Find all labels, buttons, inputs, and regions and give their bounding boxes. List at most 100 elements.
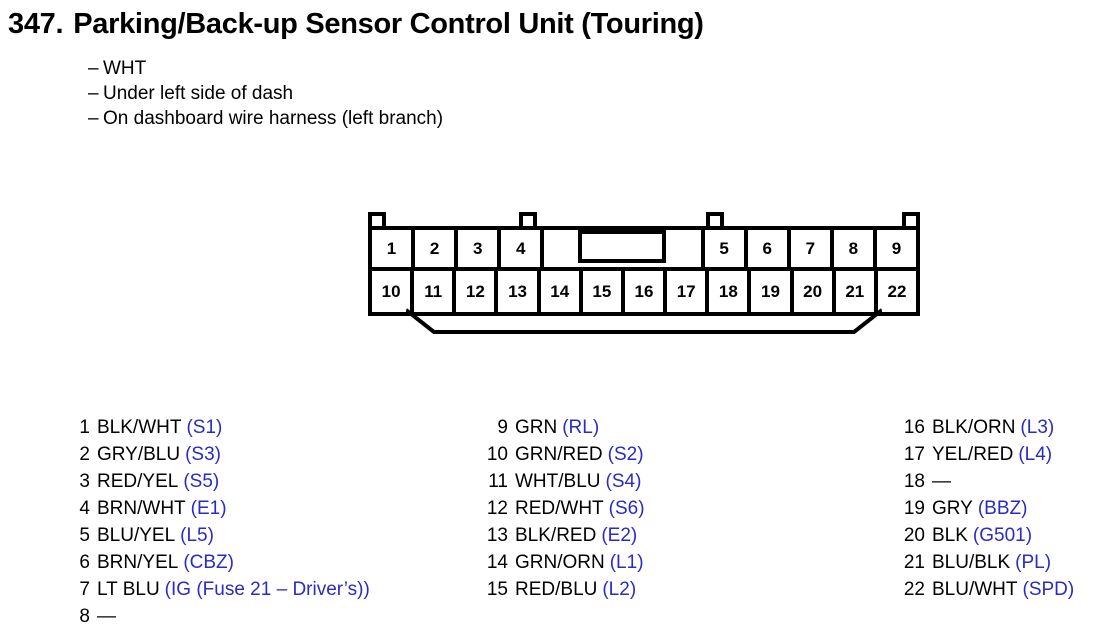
pin-circuit-code: (S6) (608, 498, 645, 519)
pin-circuit-code: (S5) (183, 471, 220, 492)
section-title: Parking/Back-up Sensor Control Unit (Tou… (73, 8, 704, 40)
pin-wire-color: BLK/ORN (932, 417, 1016, 438)
pin-circuit-code: (IG (Fuse 21 – Driver’s)) (164, 579, 370, 600)
pin-circuit-code: (BBZ) (977, 498, 1028, 519)
note-label: On dashboard wire harness (left branch) (103, 108, 444, 129)
pin-list-item: 3 RED/YEL(S5) (66, 468, 370, 495)
pin-circuit-code: (S3) (185, 444, 221, 465)
pin-list-item: 19 GRY(BBZ) (901, 495, 1074, 522)
connector-pin-cell: 1 (372, 230, 416, 267)
connector-tab-icon (902, 212, 920, 230)
connector-pin-cell: 19 (751, 271, 794, 312)
pin-list-item: 8— (66, 603, 370, 630)
note-label: WHT (103, 58, 147, 79)
pin-circuit-code: (L4) (1018, 444, 1053, 465)
pin-wire-color: BRN/WHT (97, 498, 186, 519)
pin-number: 3 (79, 471, 90, 492)
pin-number: 22 (903, 579, 925, 600)
connector-pin-cell: 11 (414, 271, 457, 312)
connector-pin-cell: 8 (833, 230, 877, 267)
connector-pin-cell: 16 (624, 271, 668, 312)
pin-number: 5 (79, 525, 90, 546)
pin-number: 1 (79, 417, 90, 438)
pin-circuit-code: (E2) (601, 525, 638, 546)
pin-wire-color: RED/BLU (515, 579, 598, 600)
pin-wire-color: GRN/RED (515, 444, 603, 465)
pin-number: 17 (903, 444, 925, 465)
connector-pin-cell: 15 (582, 271, 625, 312)
bullet-dash-icon: – (88, 108, 99, 129)
page-title: 347. Parking/Back-up Sensor Control Unit … (8, 8, 704, 41)
pin-number: 15 (486, 579, 508, 600)
pin-number: 19 (903, 498, 925, 519)
section-number: 347. (8, 8, 64, 40)
pin-list-item: 18— (901, 468, 1074, 495)
connector-center-notch-icon (578, 230, 666, 263)
connector-gap-cell (544, 230, 584, 267)
pin-number: 4 (79, 498, 90, 519)
pin-number: 18 (903, 471, 925, 492)
pin-number: 10 (486, 444, 508, 465)
notes-list: –WHT–Under left side of dash–On dashboar… (88, 56, 443, 131)
connector-pin-cell: 2 (415, 230, 459, 267)
connector-pin-cell: 6 (747, 230, 791, 267)
note-item: –Under left side of dash (88, 81, 443, 106)
pin-wire-color: BLK/RED (515, 525, 597, 546)
connector-pin-cell: 12 (456, 271, 499, 312)
connector-locking-tab-icon (406, 308, 882, 334)
connector-tab-icon (706, 212, 724, 230)
pin-wire-color: GRN/ORN (515, 552, 605, 573)
pin-circuit-code: (S4) (605, 471, 642, 492)
pin-circuit-code: (CBZ) (183, 552, 234, 573)
connector-pin-cell: 7 (790, 230, 834, 267)
connector-pin-cell: 20 (793, 271, 836, 312)
pin-number: 20 (903, 525, 925, 546)
pin-circuit-code: (SPD) (1022, 579, 1075, 600)
note-label: Under left side of dash (103, 83, 294, 104)
pin-wire-color: LT BLU (97, 579, 160, 600)
pin-wire-color: BLU/YEL (97, 525, 176, 546)
pin-wire-color: RED/YEL (97, 471, 179, 492)
pin-list-item: 20 BLK(G501) (901, 522, 1074, 549)
connector-center-notch-divider (578, 259, 666, 263)
pin-circuit-code: (L5) (180, 525, 214, 546)
pin-number: 6 (79, 552, 90, 573)
connector-tab-icon (519, 212, 537, 230)
pin-circuit-code: (E1) (190, 498, 227, 519)
pin-wire-color: BLK (932, 525, 968, 546)
pin-wire-color: GRN (515, 417, 558, 438)
pin-wire-color: BLU/BLK (932, 552, 1011, 573)
pin-circuit-code: (G501) (972, 525, 1033, 546)
note-item: –WHT (88, 56, 443, 81)
connector-pin-cell: 18 (709, 271, 752, 312)
connector-pin-cell: 10 (372, 271, 415, 312)
pin-circuit-code: (RL) (562, 417, 600, 438)
connector-pin-cell: 3 (458, 230, 502, 267)
pin-number: 11 (488, 471, 508, 492)
pin-number: 12 (486, 498, 508, 519)
connector-pin-cell: 9 (876, 230, 917, 267)
pin-number: 8 (79, 606, 90, 627)
pin-wire-color: GRY (932, 498, 973, 519)
connector-pin-cell: 17 (667, 271, 710, 312)
pin-number: 2 (79, 444, 90, 465)
pin-circuit-code: (S1) (186, 417, 223, 438)
pin-list-item: 4 BRN/WHT(E1) (66, 495, 370, 522)
